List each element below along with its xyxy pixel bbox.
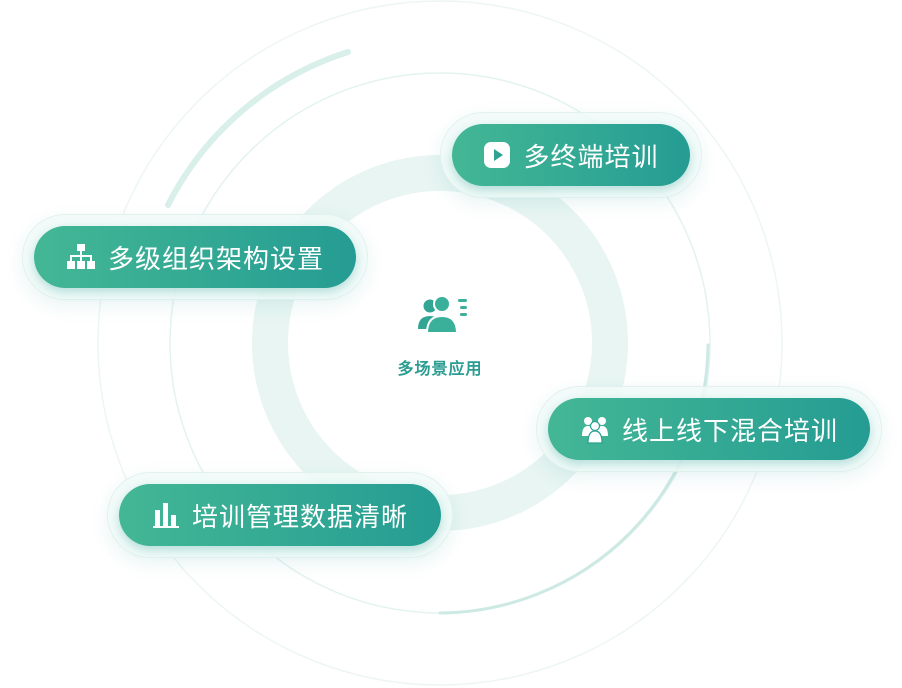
outer-ring (97, 0, 783, 686)
bar-chart-icon (152, 501, 180, 529)
pill-blended-training-halo: 线上线下混合培训 (536, 386, 882, 472)
pill-multi-terminal-training[interactable]: 多终端培训 (452, 124, 690, 186)
pill-multi-level-organization[interactable]: 多级组织架构设置 (34, 226, 356, 288)
pill-label: 线上线下混合培训 (621, 416, 838, 447)
play-icon (483, 141, 511, 169)
middle-ring-accent-arc (165, 49, 351, 208)
pill-blended-training[interactable]: 线上线下混合培训 (548, 398, 870, 460)
org-chart-icon (66, 243, 96, 271)
pill-multi-terminal-training-halo: 多终端培训 (440, 112, 702, 198)
pill-training-data-management[interactable]: 培训管理数据清晰 (119, 484, 441, 546)
pill-label: 培训管理数据清晰 (191, 502, 408, 533)
group-icon (580, 414, 610, 444)
center-label: 多场景应用 (397, 359, 483, 378)
center-node: 多场景应用 (360, 295, 520, 395)
pill-multi-level-organization-halo: 多级组织架构设置 (22, 214, 368, 300)
people-list-icon (418, 295, 467, 334)
pill-label: 多终端培训 (523, 142, 659, 173)
pill-training-data-management-halo: 培训管理数据清晰 (107, 472, 453, 558)
pill-label: 多级组织架构设置 (107, 244, 324, 275)
